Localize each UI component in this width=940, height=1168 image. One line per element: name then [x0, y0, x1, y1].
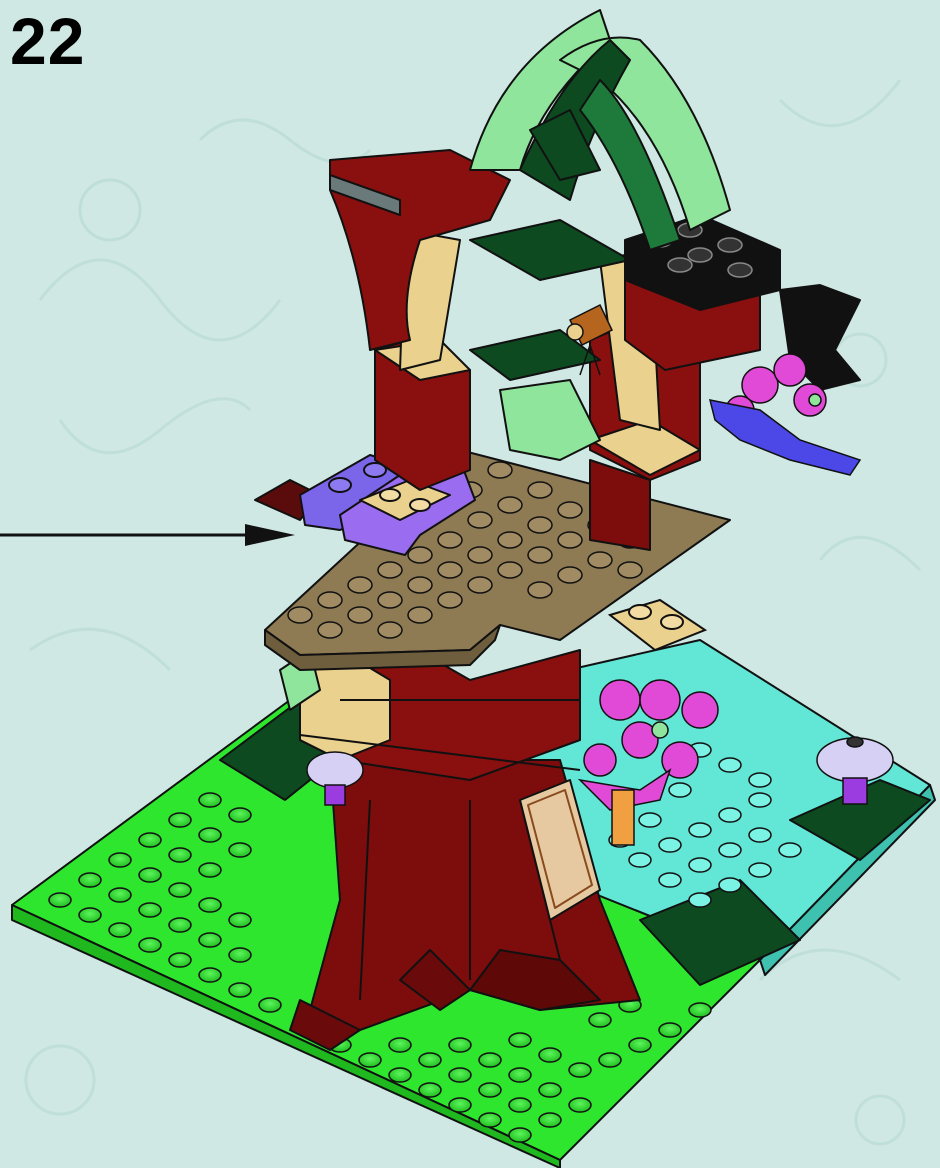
- arrow-right-icon: [0, 524, 295, 546]
- leaf-roof: [470, 10, 730, 250]
